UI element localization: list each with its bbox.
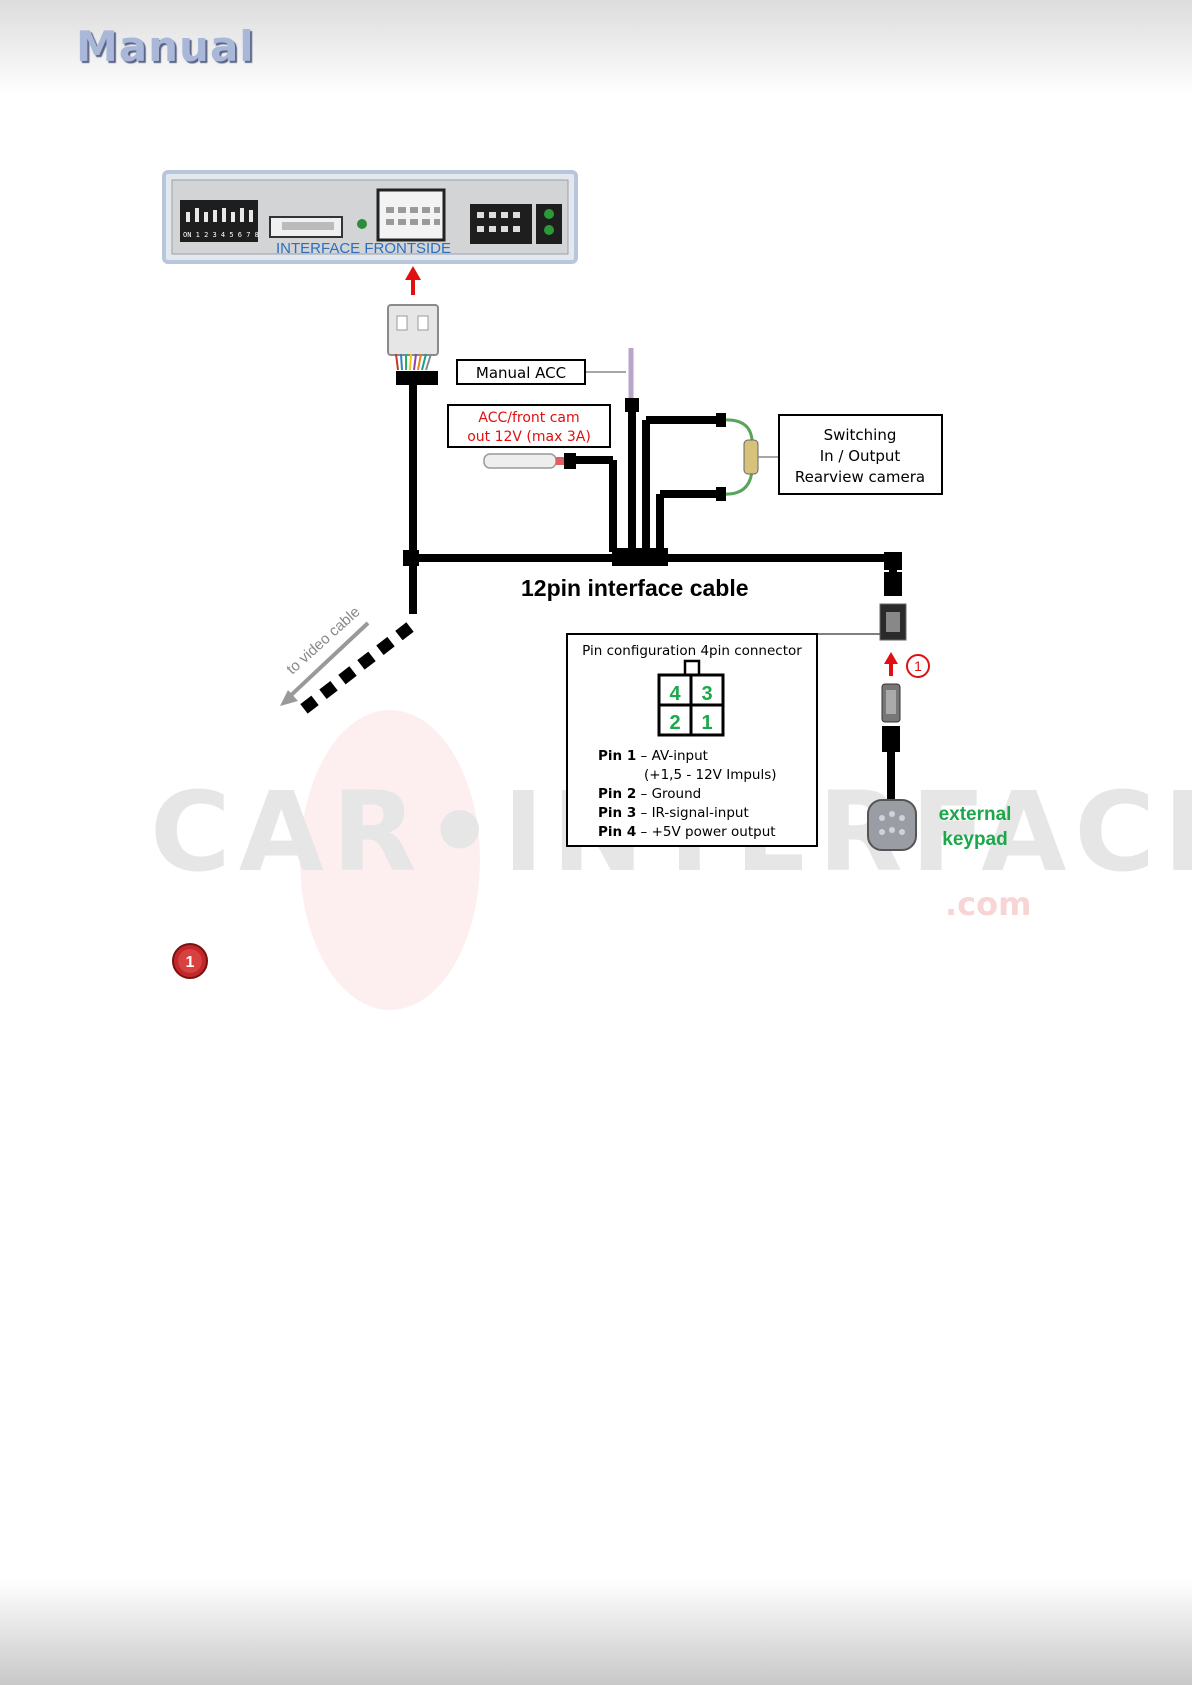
manual-acc-label: Manual ACC <box>476 364 566 382</box>
pin-line-3: Pin 3 – IR-signal-input <box>598 805 749 821</box>
keypad-cable <box>881 683 901 800</box>
callout-1-number: 1 <box>186 954 195 971</box>
switching-line3: Rearview camera <box>795 468 925 486</box>
watermark-suffix: .com <box>945 885 1031 923</box>
footer-band <box>0 1580 1192 1685</box>
pin-line-2: Pin 2 – Ground <box>598 786 701 802</box>
page-title: Manual <box>76 22 255 71</box>
switching-plug <box>716 413 759 501</box>
pin-grid-2: 2 <box>669 712 680 734</box>
switching-line2: In / Output <box>820 447 901 465</box>
acc-front-cam-box: ACC/front cam out 12V (max 3A) <box>447 404 611 448</box>
pin-config-title: Pin configuration 4pin connector <box>582 643 802 659</box>
acc-front-cam-line1: ACC/front cam <box>478 410 579 426</box>
status-led <box>357 219 367 229</box>
device-label: INTERFACE FRONTSIDE <box>276 240 451 257</box>
pin-line-1b: (+1,5 - 12V Impuls) <box>644 767 777 783</box>
callout-1-small <box>906 654 930 678</box>
12pin-plug <box>387 304 439 385</box>
keypad-insert-arrow: 1 <box>884 652 930 678</box>
pin-line-1: Pin 1 – AV-input <box>598 748 708 764</box>
dip-switch-block <box>180 200 258 242</box>
harness-junction <box>612 548 668 566</box>
dip-labels: ON 1 2 3 4 5 6 7 8 <box>183 231 259 239</box>
pin-grid-1: 1 <box>701 712 712 734</box>
acc-pin <box>483 453 576 469</box>
pin-grid-4: 4 <box>669 683 681 705</box>
12pin-port <box>376 188 446 242</box>
acc-front-cam-line2: out 12V (max 3A) <box>467 429 591 445</box>
power-port <box>470 204 532 244</box>
pin-grid-3: 3 <box>701 683 712 705</box>
4pin-connector <box>810 572 907 641</box>
cable-title: 12pin interface cable <box>521 575 749 601</box>
pin-line-4: Pin 4 – +5V power output <box>598 824 776 840</box>
external-keypad-line1: external <box>939 804 1012 825</box>
legend-callout-1: 1 <box>172 943 208 979</box>
external-keypad-line2: keypad <box>942 829 1007 850</box>
keypad-icon <box>867 799 917 851</box>
svg-text:1: 1 <box>914 658 922 674</box>
to-video-cable: to video cable <box>280 603 414 717</box>
pin-config-box: Pin configuration 4pin connector 4 3 2 1… <box>566 633 818 847</box>
switching-box: Switching In / Output Rearview camera <box>778 414 943 495</box>
interface-device: ON 1 2 3 4 5 6 7 8 INTERFACE FRONTSIDE <box>162 170 578 264</box>
header-band <box>0 0 1192 95</box>
manual-acc-box: Manual ACC <box>456 359 586 385</box>
switching-line1: Switching <box>824 426 897 444</box>
insert-arrow <box>405 266 421 295</box>
